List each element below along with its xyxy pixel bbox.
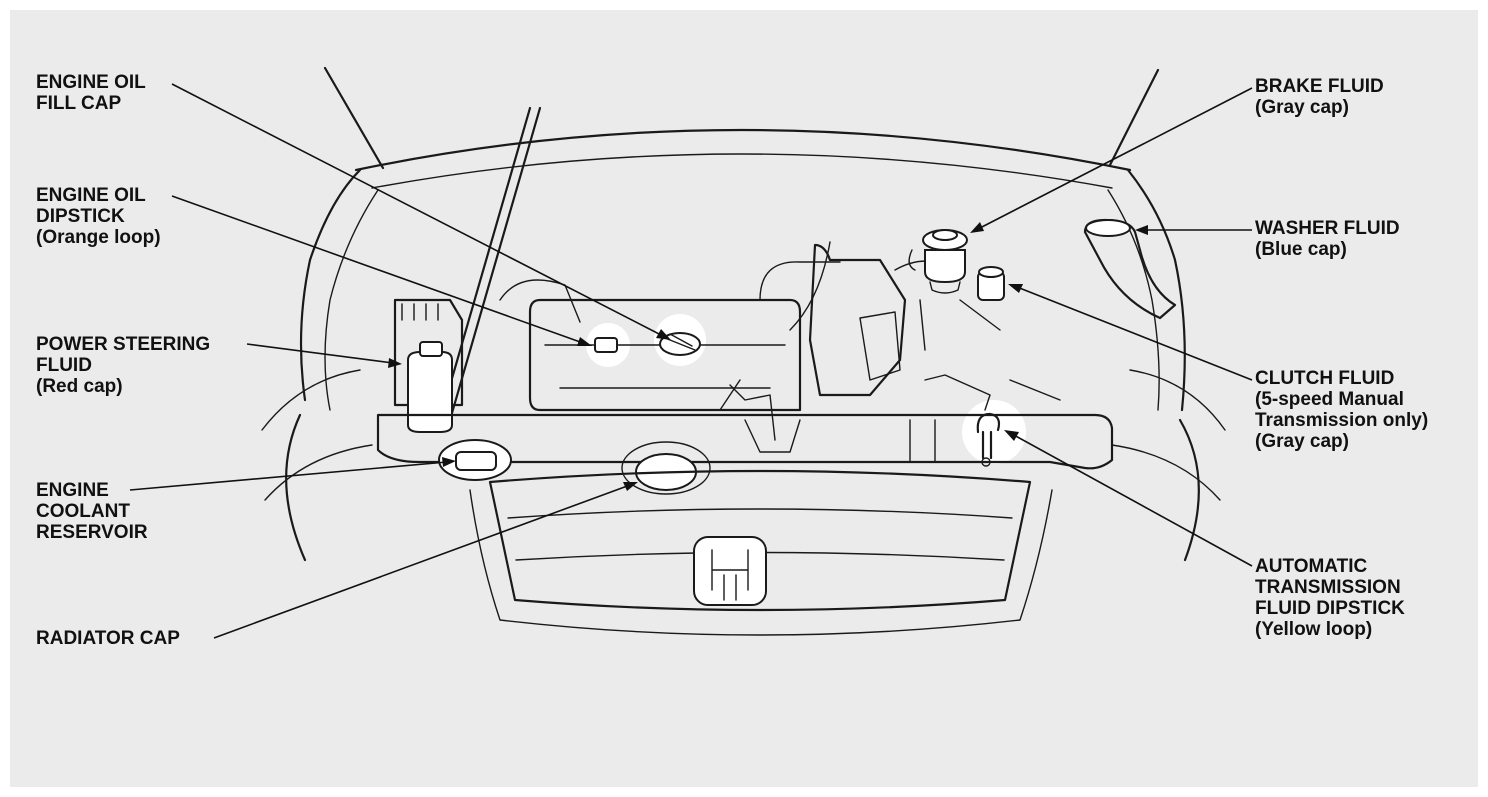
label-line: FLUID DIPSTICK xyxy=(1255,598,1405,619)
label-line: DIPSTICK xyxy=(36,206,161,227)
label-brake-fluid: BRAKE FLUID (Gray cap) xyxy=(1255,76,1384,118)
label-engine-coolant-reservoir: ENGINE COOLANT RESERVOIR xyxy=(36,480,148,543)
highlight-circles xyxy=(586,314,1026,464)
label-line: TRANSMISSION xyxy=(1255,577,1405,598)
oil-dipstick-handle xyxy=(595,338,617,352)
power-steering-reservoir xyxy=(395,300,462,432)
label-line: RADIATOR CAP xyxy=(36,628,180,649)
label-line: RESERVOIR xyxy=(36,522,148,543)
label-automatic-transmission-fluid-dipstick: AUTOMATIC TRANSMISSION FLUID DIPSTICK (Y… xyxy=(1255,556,1405,640)
label-power-steering-fluid: POWER STEERING FLUID (Red cap) xyxy=(36,334,210,397)
hood-prop-rod xyxy=(440,108,540,420)
label-line: FILL CAP xyxy=(36,93,146,114)
label-line: BRAKE FLUID xyxy=(1255,76,1384,97)
label-line: Transmission only) xyxy=(1255,410,1428,431)
washer-fluid-reservoir xyxy=(1085,220,1175,318)
label-line: CLUTCH FLUID xyxy=(1255,368,1428,389)
label-line: (Gray cap) xyxy=(1255,97,1384,118)
label-engine-oil-dipstick: ENGINE OIL DIPSTICK (Orange loop) xyxy=(36,185,161,248)
label-line: (Gray cap) xyxy=(1255,431,1428,452)
label-line: (Red cap) xyxy=(36,376,210,397)
label-line: ENGINE OIL xyxy=(36,72,146,93)
label-line: COOLANT xyxy=(36,501,148,522)
label-line: (Blue cap) xyxy=(1255,239,1400,260)
label-radiator-cap: RADIATOR CAP xyxy=(36,628,180,649)
label-line: POWER STEERING xyxy=(36,334,210,355)
clutch-fluid-reservoir xyxy=(978,267,1004,300)
label-line: FLUID xyxy=(36,355,210,376)
label-washer-fluid: WASHER FLUID (Blue cap) xyxy=(1255,218,1400,260)
label-line: (5-speed Manual xyxy=(1255,389,1428,410)
radiator-cap-shape xyxy=(622,442,710,494)
label-line: WASHER FLUID xyxy=(1255,218,1400,239)
label-line: ENGINE xyxy=(36,480,148,501)
label-engine-oil-fill-cap: ENGINE OIL FILL CAP xyxy=(36,72,146,114)
label-line: (Yellow loop) xyxy=(1255,619,1405,640)
label-clutch-fluid: CLUTCH FLUID (5-speed Manual Transmissio… xyxy=(1255,368,1428,452)
label-line: ENGINE OIL xyxy=(36,185,161,206)
label-line: (Orange loop) xyxy=(36,227,161,248)
front-grille xyxy=(470,471,1052,635)
label-line: AUTOMATIC xyxy=(1255,556,1405,577)
